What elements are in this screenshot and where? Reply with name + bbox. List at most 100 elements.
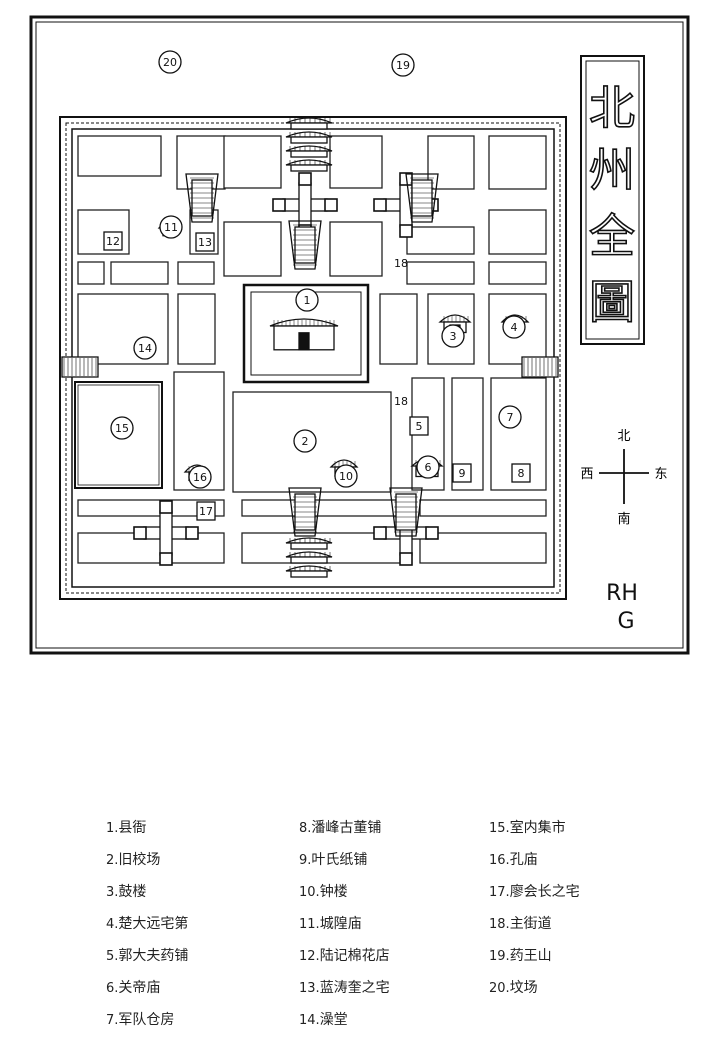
street-block [419,532,547,564]
marker-label: 4 [511,321,518,334]
gate-tower [521,356,559,378]
legend-item: 9.叶氏纸铺 [299,852,368,868]
marker-18: 18 [394,257,408,270]
legend-column-3: 15.室内集市 16.孔庙 17.廖会长之宅 18.主街道 19.药王山 20.… [489,818,580,1010]
marker-label: 7 [507,411,514,424]
compass: 北 南 东 西 [580,429,667,527]
street-pavilion [133,500,199,566]
title-char-3: 全 [589,209,635,263]
marker-label: 14 [138,342,152,355]
marker-label: 18 [394,257,408,270]
legend-item: 20.坟场 [489,980,538,996]
compass-east: 东 [654,467,667,482]
marker-label: 6 [425,461,432,474]
title-char-4: 圖 [589,275,635,329]
marker-label: 17 [199,505,213,518]
gate-tower [405,173,439,223]
marker-1: 1 [295,288,319,312]
street-block [77,135,162,177]
marker-label: 19 [396,59,410,72]
marker-16: 16 [188,465,212,489]
street-block [329,135,383,189]
street-block [77,261,105,285]
marker-label: 16 [193,471,207,484]
marker-label: 10 [339,470,353,483]
marker-label: 12 [106,235,120,248]
marker-13: 13 [195,232,215,252]
marker-15: 15 [110,416,134,440]
street-block [379,293,418,365]
gate-tower [288,220,322,270]
legend-item: 15.室内集市 [489,820,566,836]
pagoda-gate [285,537,333,578]
legend-item: 14.澡堂 [299,1012,348,1028]
gate-tower [288,487,322,537]
legend-column-2: 8.潘峰古董铺 9.叶氏纸铺 10.钟楼 11.城隍庙 12.陆记棉花店 13.… [299,818,390,1042]
marker-label: 1 [304,294,311,307]
marker-17: 17 [196,501,216,521]
street-block [110,261,169,285]
map-legend: 1.县衙 2.旧校场 3.鼓楼 4.楚大远宅第 5.郭大夫药铺 6.关帝庙 7.… [0,818,703,1038]
marker-label: 15 [115,422,129,435]
pagoda-gate [285,117,333,172]
legend-item: 1.县衙 [106,820,147,836]
legend-item: 7.军队仓房 [106,1012,175,1028]
marker-label: 8 [518,467,525,480]
legend-item: 11.城隍庙 [299,916,362,932]
marker-6: 6 [416,455,440,479]
street-block [488,135,547,190]
legend-item: 19.药王山 [489,948,552,964]
street-block [241,499,409,517]
marker-10: 10 [334,464,358,488]
legend-item: 5.郭大夫药铺 [106,948,189,964]
main-street-label: 18 [394,395,408,408]
legend-item: 6.关帝庙 [106,980,161,996]
street-block [223,135,282,189]
legend-item: 12.陆记棉花店 [299,948,390,964]
signature-line-1: RH [606,581,638,606]
street-block [173,371,225,491]
map-inner-frame [35,21,684,649]
legend-item: 13.蓝涛奎之宅 [299,980,390,996]
compass-west: 西 [580,467,593,482]
gate-tower [185,173,219,223]
street-block [329,221,383,277]
marker-4: 4 [502,315,526,339]
marker-8: 8 [511,463,531,483]
street-block [177,293,216,365]
street-block [177,261,215,285]
marker-12: 12 [103,231,123,251]
legend-item: 17.廖会长之宅 [489,884,580,900]
gate-tower [389,487,423,537]
marker-14: 14 [133,336,157,360]
legend-item: 18.主街道 [489,916,552,932]
marker-label: 5 [416,420,423,433]
legend-item: 2.旧校场 [106,852,161,868]
marker-5: 5 [409,416,429,436]
street-block [406,226,475,255]
street-block [223,221,282,277]
legend-item: 4.楚大远宅第 [106,916,189,932]
marker-label: 3 [450,330,457,343]
legend-item: 10.钟楼 [299,884,348,900]
title-char-2: 州 [589,143,635,197]
marker-label: 9 [459,467,466,480]
gate-tower [61,356,99,378]
street-block [77,499,225,517]
legend-column-1: 1.县衙 2.旧校场 3.鼓楼 4.楚大远宅第 5.郭大夫药铺 6.关帝庙 7.… [106,818,188,1042]
marker-3: 3 [441,324,465,348]
legend-item: 8.潘峰古董铺 [299,820,382,836]
marker-20: 20 [158,50,182,74]
title-char-1: 北 [589,81,635,135]
hall-building [269,318,339,351]
legend-item: 3.鼓楼 [106,884,147,900]
marker-7: 7 [498,405,522,429]
marker-9: 9 [452,463,472,483]
map-title: 北 州 全 圖 [580,55,645,345]
marker-2: 2 [293,429,317,453]
signature-line-2: G [617,609,634,634]
street-block [427,135,475,190]
street-block [488,209,547,255]
